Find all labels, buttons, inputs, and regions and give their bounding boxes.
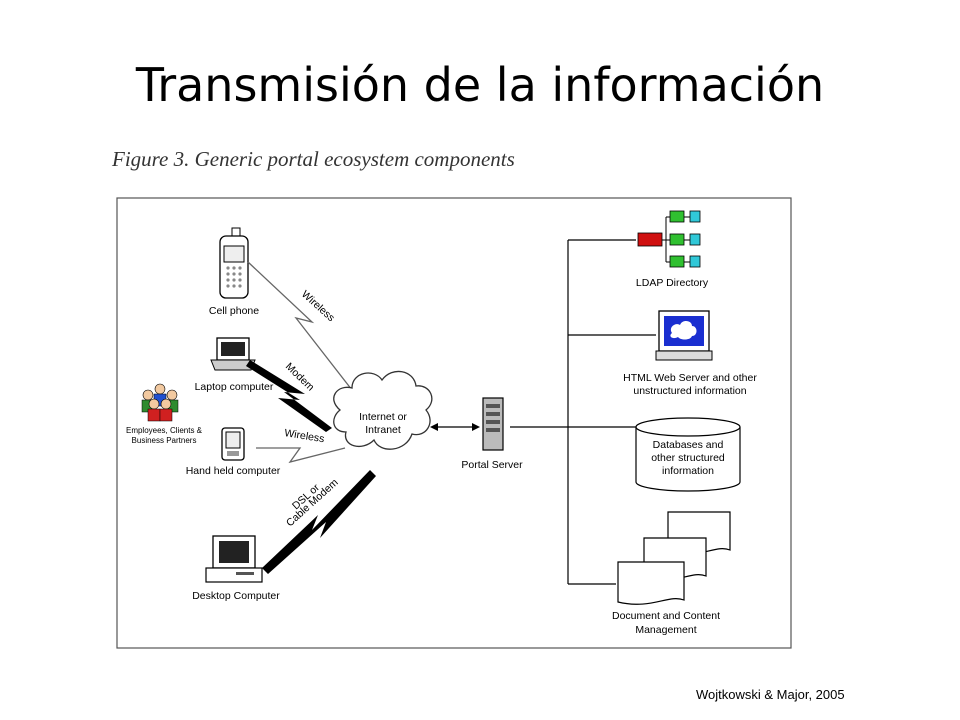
handheld-label: Hand held computer [186,465,281,477]
ldap-label: LDAP Directory [636,277,709,289]
figure-caption: Figure 3. Generic portal ecosystem compo… [112,147,515,171]
database-cylinder-icon [635,417,741,492]
cloud-label-line-2: Intranet [365,424,401,436]
citation: Wojtkowski & Major, 2005 [696,687,845,702]
handheld-wireless-link [256,447,346,464]
portal-server-label: Portal Server [461,459,523,471]
laptop-label: Laptop computer [195,381,274,393]
desktop-icon [205,535,263,583]
users-label-line-2: Business Partners [132,436,197,445]
cell-phone-icon [219,227,249,299]
database-label-line-2: other structured [651,452,725,464]
slide-title: Transmisión de la información [135,58,825,112]
laptop-icon [210,337,256,371]
users-label-line-1: Employees, Clients & [126,426,203,435]
web-server-label-line-1: HTML Web Server and other [623,372,757,384]
desktop-dsl-link [262,470,376,574]
desktop-label: Desktop Computer [192,590,280,602]
users-group-icon [141,383,179,422]
cloud-label-line-1: Internet or [359,411,407,423]
web-server-label-line-2: unstructured information [633,385,746,397]
internet-cloud-icon [333,370,433,450]
arrowhead-left-icon [430,423,438,431]
database-label-line-1: Databases and [653,439,724,451]
documents-label-line-1: Document and Content [612,610,720,622]
ldap-directory-icon [637,210,701,268]
documents-label-line-2: Management [635,624,696,636]
portal-server-icon [482,397,504,451]
arrowhead-right-icon [472,423,480,431]
cell-phone-label: Cell phone [209,305,259,317]
documents-stack-icon [617,511,731,605]
cell-wireless-link [247,261,353,391]
web-server-monitor-icon [655,310,713,361]
handheld-icon [221,427,245,461]
laptop-modem-link [246,360,332,432]
database-label-line-3: information [662,465,714,477]
